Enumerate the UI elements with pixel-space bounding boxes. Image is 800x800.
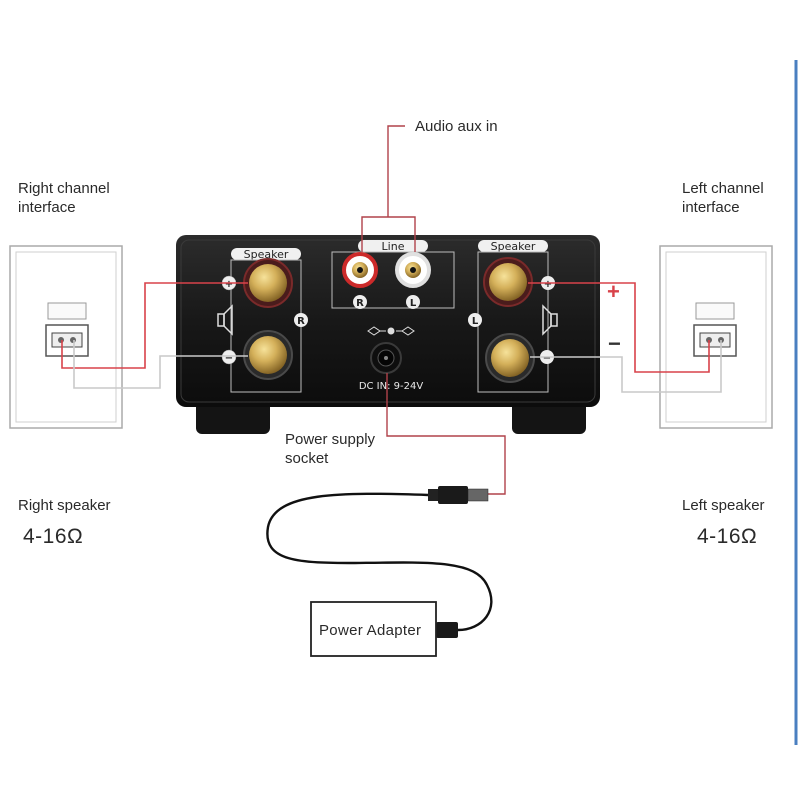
right-minus-marker xyxy=(221,349,237,365)
left-negative-wire xyxy=(530,340,722,393)
audio-aux-leader xyxy=(361,125,416,252)
speaker-icon xyxy=(217,304,233,336)
polarity-minus-sign: − xyxy=(608,331,621,356)
power-cable xyxy=(266,486,493,638)
right-channel-interface-label: Right channel interface xyxy=(18,180,110,216)
rca-r-text: R xyxy=(356,298,364,309)
right-impedance-label: 4-16Ω xyxy=(23,525,84,548)
right-positive-wire xyxy=(61,282,248,369)
left-speaker-label: Left speaker xyxy=(682,497,765,514)
rca-r-marker xyxy=(353,295,367,309)
left-speaker-spec-plate xyxy=(695,302,735,320)
right-channel-wires xyxy=(61,282,248,389)
rca-l-marker xyxy=(406,295,420,309)
right-speaker-spec-plate xyxy=(47,302,87,320)
right-negative-binding-post xyxy=(249,336,287,374)
dc-plug-body xyxy=(438,486,468,504)
dc-plug-strain-relief xyxy=(428,489,438,501)
right-block-speaker-label: Speaker xyxy=(244,248,289,261)
right-speaker-cabinet xyxy=(9,245,123,429)
left-minus-marker-text: − xyxy=(543,353,551,364)
power-adapter-box xyxy=(310,601,437,657)
left-positive-wire xyxy=(528,282,710,373)
line-input-block: Line R L xyxy=(331,240,455,309)
left-block-l-marker xyxy=(468,313,482,327)
left-plus-marker-text: + xyxy=(544,279,552,290)
left-block-speaker-label: Speaker xyxy=(491,240,536,253)
line-label: Line xyxy=(382,240,405,253)
dc-plug-tip xyxy=(467,488,489,502)
right-speaker-label: Right speaker xyxy=(18,497,111,514)
right-plus-marker-text: + xyxy=(225,279,233,290)
left-channel-interface-label: Left channel interface xyxy=(682,180,764,216)
power-supply-socket-label: Power supply socket xyxy=(285,431,376,467)
power-socket-leader xyxy=(386,373,506,495)
left-positive-binding-post xyxy=(489,263,527,301)
left-impedance-label: 4-16Ω xyxy=(697,525,758,548)
left-block-l-text: L xyxy=(472,316,479,327)
left-channel-terminal-block: Speaker + − L xyxy=(468,240,558,393)
adapter-cable-strain-relief xyxy=(436,622,458,638)
left-channel-wires xyxy=(528,282,722,393)
left-speaker-cabinet xyxy=(659,245,773,429)
power-adapter-label: Power Adapter xyxy=(319,622,422,639)
left-negative-binding-post xyxy=(491,339,529,377)
polarity-plus-sign: + xyxy=(607,279,620,304)
right-positive-binding-post xyxy=(249,264,287,302)
audio-aux-in-label: Audio aux in xyxy=(415,118,498,135)
rca-l-text: L xyxy=(410,298,417,309)
dc-in-label: DC IN: 9-24V xyxy=(359,381,424,392)
dc-power-socket: DC IN: 9-24V xyxy=(359,326,424,392)
right-block-r-marker xyxy=(294,313,308,327)
right-block-r-text: R xyxy=(297,316,305,327)
right-minus-marker-text: − xyxy=(225,353,233,364)
right-negative-wire xyxy=(73,340,248,389)
speaker-icon xyxy=(542,304,558,336)
